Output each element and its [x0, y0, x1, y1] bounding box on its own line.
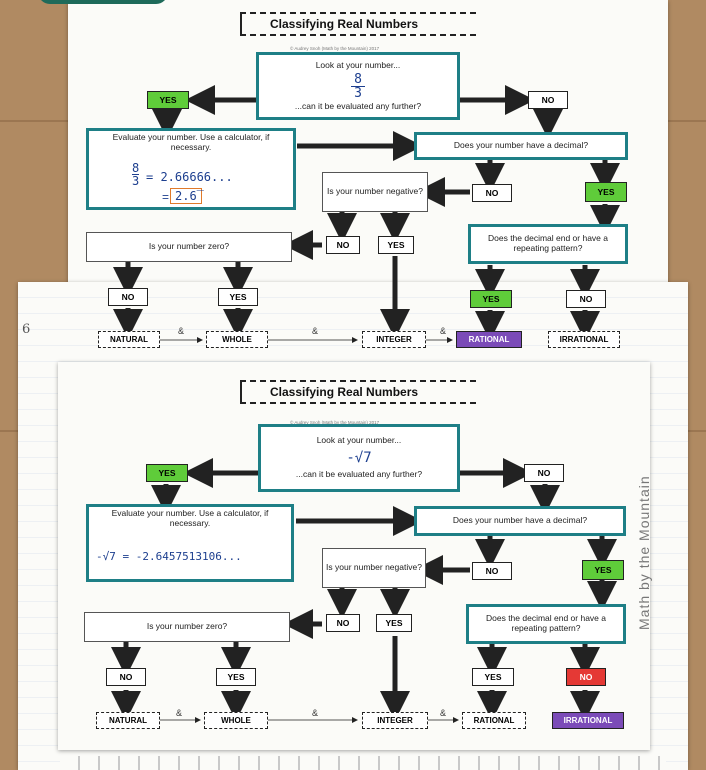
top-no-4: NO — [108, 288, 148, 306]
top-start-box: Look at your number... 8 3 ...can it be … — [256, 52, 460, 120]
top-zero-box: Is your number zero? — [86, 232, 292, 262]
bottom-no-3: NO — [326, 614, 360, 632]
top-yes-1: YES — [147, 91, 189, 109]
top-diagram-title: Classifying Real Numbers — [240, 12, 476, 36]
top-whole: WHOLE — [206, 331, 268, 348]
bottom-no-5: NO — [566, 668, 606, 686]
bottom-no-2: NO — [472, 562, 512, 580]
start-prompt: Look at your number... — [315, 59, 401, 70]
number-fraction: 8 3 — [351, 73, 365, 100]
top-irrational: IRRATIONAL — [548, 331, 620, 348]
hand-numerator: 8 — [132, 161, 140, 175]
bottom-no-4: NO — [106, 668, 146, 686]
bottom-start-box: Look at your number... -√7 ...can it be … — [258, 424, 460, 492]
hand-fraction: 8 3 — [132, 161, 140, 188]
top-negative-box: Is your number negative? — [322, 172, 428, 212]
bottom-yes-1: YES — [146, 464, 188, 482]
evaluate-text: Evaluate your number. Use a calculator, … — [112, 132, 270, 152]
side-credit: Math by the Mountain — [636, 475, 652, 630]
top-amp-2: & — [312, 326, 319, 336]
top-no-2: NO — [472, 184, 512, 202]
top-integer: INTEGER — [362, 331, 426, 348]
denominator: 3 — [354, 85, 362, 101]
bottom-yes-3: YES — [376, 614, 412, 632]
top-yes-3: YES — [378, 236, 414, 254]
bottom-credit: © Audrey Snoh (Math by the Mountain) 201… — [290, 420, 380, 425]
hand-calculation: -√7 = -2.6457513106... — [96, 550, 242, 563]
top-amp-3: & — [440, 326, 447, 336]
bottom-diagram-title: Classifying Real Numbers — [240, 380, 476, 404]
hand-repeating: 2.6̅ — [170, 188, 202, 204]
bottom-decimal-box: Does your number have a decimal? — [414, 506, 626, 536]
bottom-natural: NATURAL — [96, 712, 160, 729]
bottom-negative-box: Is your number negative? — [322, 548, 426, 588]
top-no-1: NO — [528, 91, 568, 109]
top-no-3: NO — [326, 236, 360, 254]
logo-banner — [38, 0, 168, 4]
bottom-integer: INTEGER — [362, 712, 428, 729]
start-question: ...can it be evaluated any further? — [295, 469, 423, 480]
bottom-amp-1: & — [176, 708, 183, 718]
top-no-5: NO — [566, 290, 606, 308]
top-rational: RATIONAL — [456, 331, 522, 348]
bottom-evaluate-box: Evaluate your number. Use a calculator, … — [86, 504, 294, 582]
start-question: ...can it be evaluated any further? — [294, 100, 422, 111]
hand-calculation: = 2.66666... — [146, 170, 233, 184]
bottom-amp-2: & — [312, 708, 319, 718]
bottom-yes-5: YES — [472, 668, 514, 686]
hand-equals: = — [162, 190, 170, 204]
bottom-rational: RATIONAL — [462, 712, 526, 729]
bottom-yes-4: YES — [216, 668, 256, 686]
hand-denominator: 3 — [132, 174, 140, 188]
notebook-binding — [60, 756, 666, 770]
number-root: -√7 — [346, 449, 372, 466]
top-yes-5: YES — [470, 290, 512, 308]
bottom-zero-box: Is your number zero? — [84, 612, 290, 642]
top-repeat-box: Does the decimal end or have a repeating… — [468, 224, 628, 264]
bottom-no-1: NO — [524, 464, 564, 482]
top-credit: © Audrey Snoh (Math by the Mountain) 201… — [290, 46, 380, 51]
bottom-irrational: IRRATIONAL — [552, 712, 624, 729]
top-yes-4: YES — [218, 288, 258, 306]
page-number: 6 — [22, 322, 31, 337]
bottom-yes-2: YES — [582, 560, 624, 580]
top-amp-1: & — [178, 326, 185, 336]
top-yes-2: YES — [585, 182, 627, 202]
top-evaluate-box: Evaluate your number. Use a calculator, … — [86, 128, 296, 210]
bottom-repeat-box: Does the decimal end or have a repeating… — [466, 604, 626, 644]
top-natural: NATURAL — [98, 331, 160, 348]
bottom-amp-3: & — [440, 708, 447, 718]
bottom-whole: WHOLE — [204, 712, 268, 729]
start-prompt: Look at your number... — [316, 435, 402, 446]
top-decimal-box: Does your number have a decimal? — [414, 132, 628, 160]
numerator: 8 — [351, 73, 365, 87]
evaluate-text: Evaluate your number. Use a calculator, … — [111, 508, 269, 528]
